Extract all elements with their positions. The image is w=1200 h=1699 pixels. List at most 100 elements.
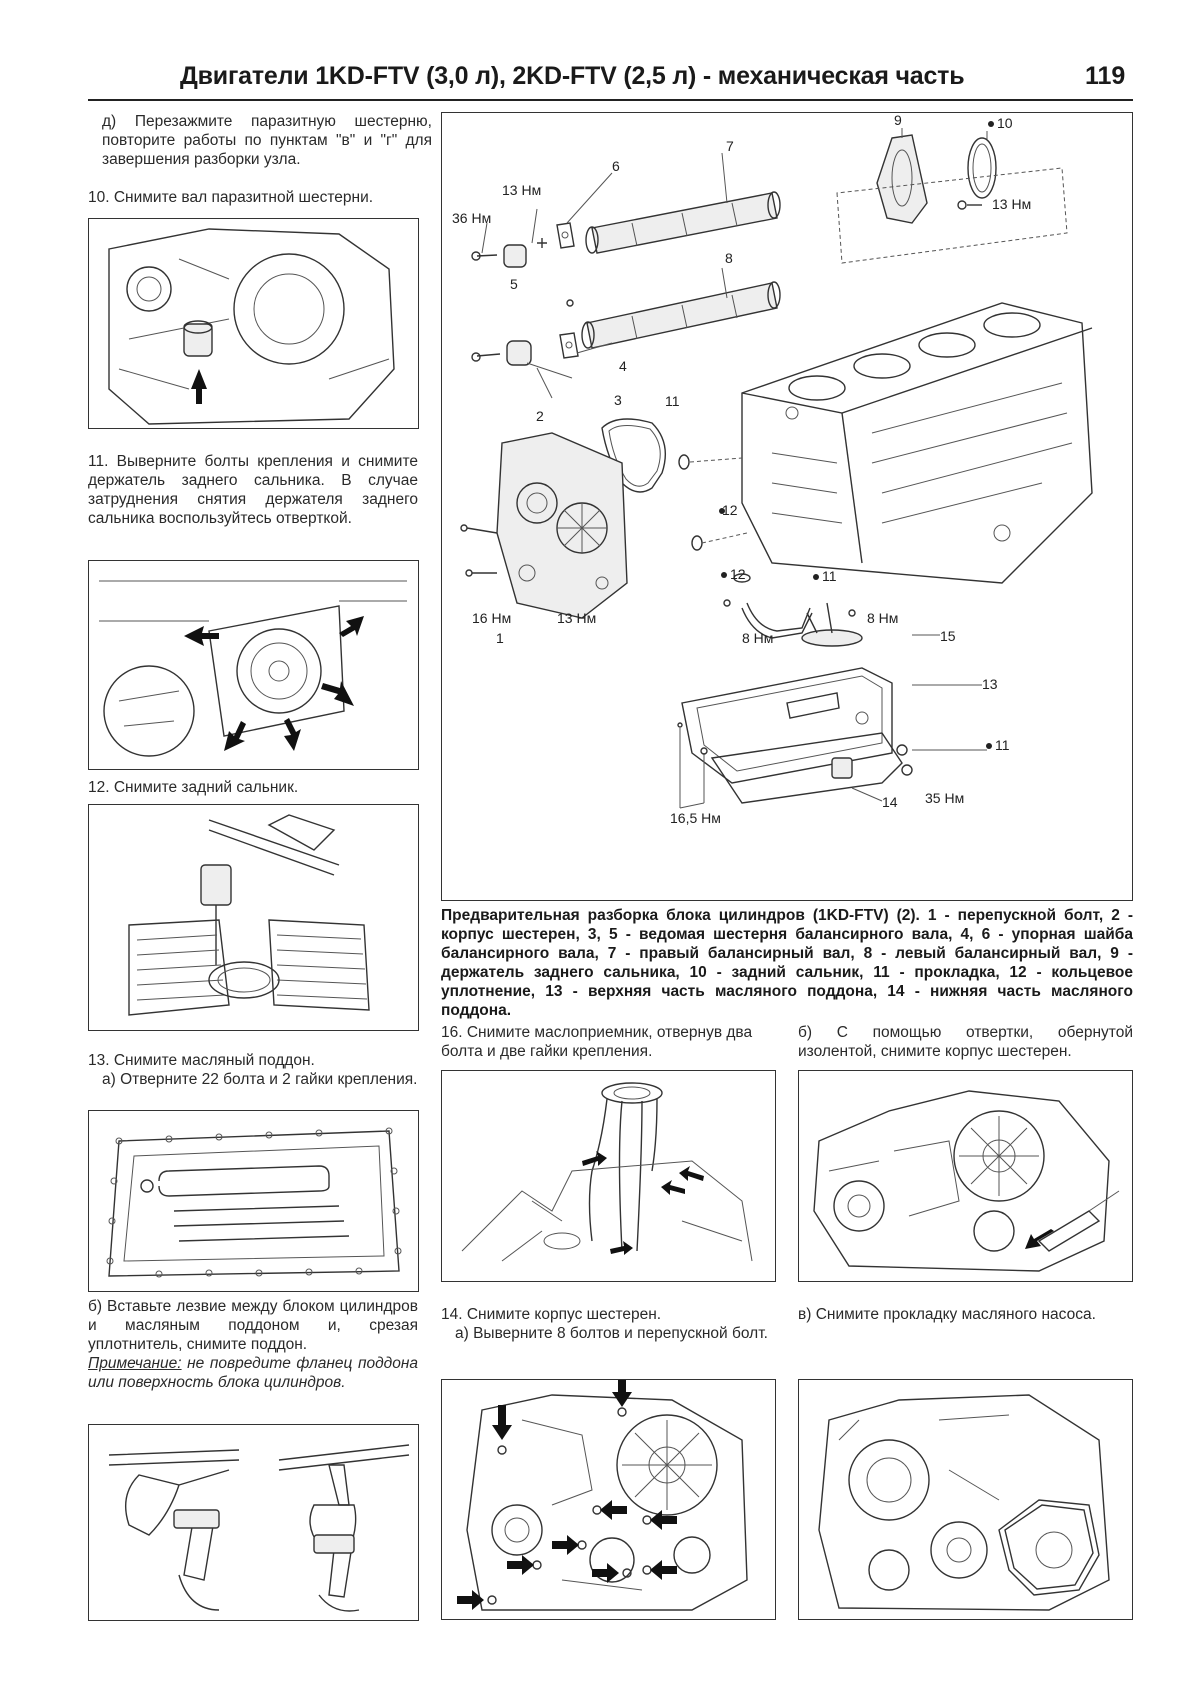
arrow-icon xyxy=(612,1375,632,1407)
part-label-11a: 11 xyxy=(665,393,680,409)
gear-housing-bolts-illustration xyxy=(457,1375,748,1611)
torque-label: 35 Нм xyxy=(925,790,964,806)
step-b-text: б) С помощью отвертки, обернутой изолент… xyxy=(798,1024,1133,1060)
step-d-text: д) Перезажмите паразитную шестерню, повт… xyxy=(102,113,432,168)
step-16-text: 16. Снимите маслоприемник, отвернув два … xyxy=(441,1024,753,1060)
arrow-icon xyxy=(1025,1229,1054,1249)
step-12-text: 12. Снимите задний сальник. xyxy=(88,779,299,796)
arrow-icon xyxy=(650,1510,677,1530)
seal-holder-illustration xyxy=(99,580,407,757)
figure-rear-seal-removal xyxy=(88,804,419,1031)
arrow-icon xyxy=(661,1180,685,1195)
arrow-icon xyxy=(600,1500,627,1520)
part-label-9: 9 xyxy=(894,113,902,128)
rear-oil-seal xyxy=(967,137,997,199)
figure-oil-pan-bolts xyxy=(88,1110,419,1292)
part-label-11c: 11 xyxy=(995,737,1010,753)
arrow-icon xyxy=(184,626,219,646)
figure-oil-pump-gasket xyxy=(798,1379,1133,1620)
gear-housing-pry-illustration xyxy=(813,1090,1120,1272)
figure-gear-housing-bolts xyxy=(441,1375,776,1620)
arrow-icon xyxy=(224,721,246,751)
step-13-b-text: б) Вставьте лезвие между блоком цилиндро… xyxy=(88,1298,418,1353)
step-11-text: 11. Выверните болты крепления и снимите … xyxy=(88,453,418,527)
diagram-caption: Предварительная разборка блока цилиндров… xyxy=(441,907,1133,1019)
torque-label: 16 Нм xyxy=(472,610,511,626)
step-14-title: 14. Снимите корпус шестерен. xyxy=(441,1306,662,1323)
arrow-icon xyxy=(492,1405,512,1440)
part-label-4: 4 xyxy=(619,358,627,374)
arrow-icon xyxy=(339,616,364,637)
figure-rear-seal-holder xyxy=(88,560,419,770)
arrow-icon xyxy=(679,1166,704,1181)
gear-housing xyxy=(496,432,628,619)
arrow-icon xyxy=(284,718,301,751)
step-13-a-text: а) Отверните 22 болта и 2 гайки креплени… xyxy=(102,1071,418,1088)
oil-pump-gasket xyxy=(998,1499,1100,1596)
new-part-dot xyxy=(813,574,819,580)
oil-pan-lower xyxy=(710,732,903,804)
new-part-dot xyxy=(721,572,727,578)
driven-gear-3 xyxy=(506,340,532,366)
torque-label: 36 Нм xyxy=(452,210,491,226)
part-label-7: 7 xyxy=(726,138,734,154)
page-number: 119 xyxy=(1085,62,1126,90)
part-label-1: 1 xyxy=(496,630,504,646)
note-block: Примечание: не повредите фланец поддона … xyxy=(88,1354,418,1392)
arrow-icon xyxy=(457,1590,484,1610)
part-label-15: 15 xyxy=(940,628,956,644)
new-part-dot xyxy=(719,508,725,514)
arrow-icon xyxy=(507,1555,534,1575)
thrust-washer-4 xyxy=(559,332,579,359)
figure-cutting-sealant xyxy=(88,1424,419,1621)
note-text: не повредите фланец поддона или поверхно… xyxy=(88,1355,419,1391)
strainer-removal-illustration xyxy=(461,1082,753,1262)
new-part-dot xyxy=(988,121,994,127)
figure-idle-gear-shaft xyxy=(88,218,419,429)
part-label-14: 14 xyxy=(882,794,898,810)
step-13-title: 13. Снимите масляный поддон. xyxy=(88,1052,315,1069)
seal-removal-illustration xyxy=(128,814,370,1016)
torque-label: 8 Нм xyxy=(742,630,773,646)
note-heading: Примечание: xyxy=(88,1355,182,1372)
part-label-12b: 12 xyxy=(730,566,746,582)
oil-pan-upper xyxy=(681,667,893,784)
step-10-text: 10. Снимите вал паразитной шестерни. xyxy=(88,189,374,206)
page-header-title: Двигатели 1KD-FTV (3,0 л), 2KD-FTV (2,5 … xyxy=(180,62,965,90)
arrow-icon xyxy=(191,369,207,404)
torque-label: 13 Нм xyxy=(992,196,1031,212)
torque-label: 13 Нм xyxy=(557,610,596,626)
part-label-6: 6 xyxy=(612,158,620,174)
part-label-8: 8 xyxy=(725,250,733,266)
exploded-diagram: 7 6 8 5 4 3 9 10 11 2 12 12 11 15 1 13 1… xyxy=(452,112,1093,826)
part-label-2: 2 xyxy=(536,408,544,424)
oil-pump-gasket-illustration xyxy=(818,1394,1110,1611)
arrow-icon xyxy=(610,1241,633,1255)
cylinder-block xyxy=(741,302,1093,584)
torque-label: 8 Нм xyxy=(867,610,898,626)
arrow-icon xyxy=(592,1563,619,1583)
arrow-icon xyxy=(321,681,354,706)
new-part-dot xyxy=(986,743,992,749)
thrust-washer-6 xyxy=(556,222,575,249)
step-14-a-text: а) Выверните 8 болтов и перепускной болт… xyxy=(455,1325,768,1342)
torque-label: 13 Нм xyxy=(502,182,541,198)
engine-rear-illustration xyxy=(108,228,395,425)
part-label-13: 13 xyxy=(982,676,998,692)
rear-oil-seal-holder xyxy=(876,134,928,224)
part-label-11b: 11 xyxy=(822,568,837,584)
arrow-icon xyxy=(650,1560,677,1580)
part-label-5: 5 xyxy=(510,276,518,292)
cutting-sealant-illustration xyxy=(108,1444,410,1612)
oil-pan-illustration xyxy=(106,1127,402,1278)
part-label-3: 3 xyxy=(614,392,622,408)
part-label-12a: 12 xyxy=(722,502,738,518)
part-label-10: 10 xyxy=(997,115,1013,131)
step-v-text: в) Снимите прокладку масляного насоса. xyxy=(798,1306,1096,1323)
figure-oil-strainer-removal xyxy=(441,1070,776,1282)
torque-label: 16,5 Нм xyxy=(670,810,721,826)
header-rule xyxy=(88,99,1133,101)
left-balance-shaft xyxy=(586,282,778,349)
driven-gear-5 xyxy=(503,244,527,268)
arrow-icon xyxy=(582,1151,607,1166)
